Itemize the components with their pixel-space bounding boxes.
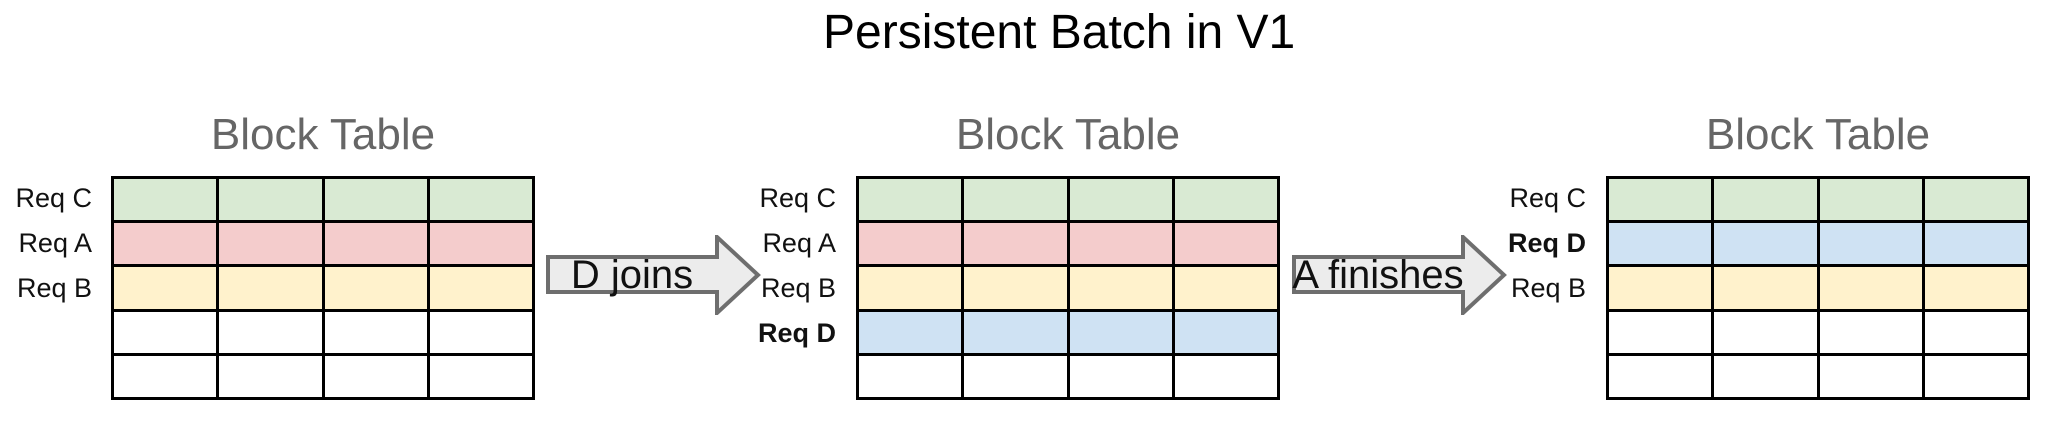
block-cell	[964, 311, 1067, 353]
block-cell	[1069, 267, 1172, 309]
block-cell	[324, 223, 427, 265]
block-cell	[1819, 355, 1922, 397]
block-table-grid-3	[1606, 176, 2030, 400]
block-cell	[219, 355, 322, 397]
block-cell	[1609, 311, 1712, 353]
block-cell	[1609, 179, 1712, 221]
block-cell	[1819, 267, 1922, 309]
block-cell	[1714, 223, 1817, 265]
block-cell	[1924, 223, 2027, 265]
block-cell	[1924, 179, 2027, 221]
block-cell	[429, 267, 532, 309]
block-cell	[1819, 223, 1922, 265]
row-label-req-c: Req C	[15, 183, 92, 213]
block-cell	[1174, 223, 1277, 265]
block-cell	[1174, 311, 1277, 353]
block-cell	[859, 267, 962, 309]
block-cell	[1819, 311, 1922, 353]
block-table-grid-2	[856, 176, 1280, 400]
row-label-req-b: Req B	[760, 273, 836, 303]
block-cell	[429, 355, 532, 397]
block-cell	[1069, 179, 1172, 221]
block-cell	[859, 223, 962, 265]
block-cell	[1714, 267, 1817, 309]
block-table-heading-3: Block Table	[1705, 110, 1931, 159]
block-cell	[859, 311, 962, 353]
block-cell	[429, 311, 532, 353]
block-cell	[324, 311, 427, 353]
row-label-req-a: Req A	[762, 228, 836, 258]
block-cell	[859, 355, 962, 397]
block-cell	[1069, 311, 1172, 353]
block-table-heading-1: Block Table	[210, 110, 436, 159]
block-cell	[1174, 267, 1277, 309]
block-cell	[1069, 223, 1172, 265]
block-table-heading-2: Block Table	[955, 110, 1181, 159]
row-label-req-a: Req A	[18, 228, 92, 258]
block-cell	[114, 311, 217, 353]
block-cell	[1609, 223, 1712, 265]
block-cell	[964, 179, 1067, 221]
row-label-req-c: Req C	[1509, 183, 1586, 213]
row-label-req-b: Req B	[1510, 273, 1586, 303]
block-cell	[1924, 311, 2027, 353]
block-cell	[114, 355, 217, 397]
block-cell	[1714, 179, 1817, 221]
block-cell	[114, 267, 217, 309]
row-label-req-c: Req C	[759, 183, 836, 213]
block-cell	[324, 355, 427, 397]
block-cell	[219, 311, 322, 353]
block-cell	[1819, 179, 1922, 221]
block-table-grid-1	[111, 176, 535, 400]
block-cell	[964, 355, 1067, 397]
block-cell	[1924, 267, 2027, 309]
block-cell	[964, 267, 1067, 309]
block-cell	[219, 179, 322, 221]
block-cell	[324, 179, 427, 221]
block-cell	[324, 267, 427, 309]
block-cell	[964, 223, 1067, 265]
block-cell	[1609, 267, 1712, 309]
row-label-req-d: Req D	[757, 318, 836, 348]
d-joins-arrow-icon	[546, 235, 761, 315]
block-cell	[1714, 355, 1817, 397]
block-cell	[219, 267, 322, 309]
block-cell	[1714, 311, 1817, 353]
block-cell	[219, 223, 322, 265]
block-cell	[429, 223, 532, 265]
block-cell	[1924, 355, 2027, 397]
row-label-req-b: Req B	[16, 273, 92, 303]
row-label-req-d: Req D	[1507, 228, 1586, 258]
slide-title: Persistent Batch in V1	[823, 6, 1296, 59]
block-cell	[1609, 355, 1712, 397]
d-joins-arrow-label: D joins	[570, 252, 694, 297]
block-cell	[114, 223, 217, 265]
a-finishes-arrow-label: A finishes	[1292, 252, 1464, 297]
block-cell	[429, 179, 532, 221]
block-cell	[859, 179, 962, 221]
a-finishes-arrow-icon	[1292, 235, 1507, 315]
block-cell	[114, 179, 217, 221]
block-cell	[1174, 355, 1277, 397]
block-cell	[1174, 179, 1277, 221]
block-cell	[1069, 355, 1172, 397]
